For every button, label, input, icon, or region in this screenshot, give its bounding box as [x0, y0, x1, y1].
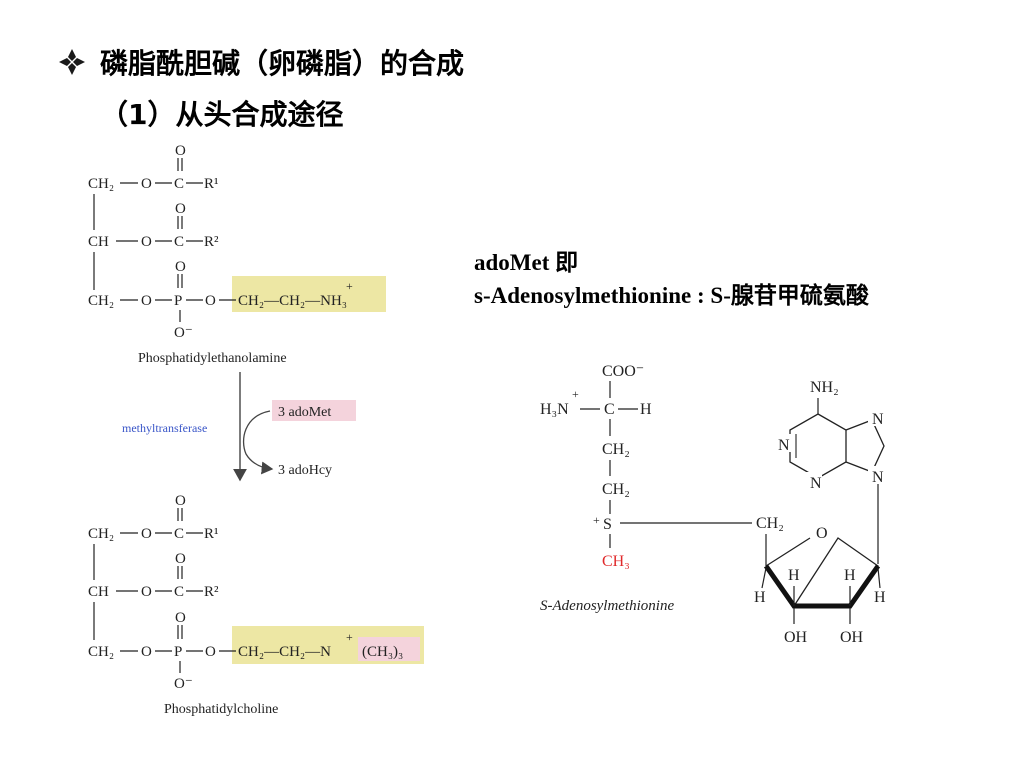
title-row: 磷脂酰胆碱（卵磷脂）的合成 [58, 42, 464, 82]
sam-n7: N [872, 411, 884, 428]
pathway-diagram: CH₂ O C R¹ O CH O C R² O CH₂ [88, 143, 424, 717]
diamond-bullet-icon [59, 49, 85, 75]
coproduct-label: 3 adoHcy [278, 463, 332, 478]
ribose-front-edge [763, 564, 881, 609]
pc-methyl-highlight [358, 637, 420, 661]
sam-name-label: S-Adenosylmethionine [540, 598, 674, 614]
adenine-five-ring [845, 419, 885, 473]
sam-ribose-h3: H [754, 589, 766, 606]
pe-head-group: CH₂—CH₂—NH₃ [238, 293, 347, 309]
sam-ch2-gamma: CH₂ [602, 481, 630, 498]
cosubstrate-label: 3 adoMet [278, 405, 331, 420]
pe-name-label: Phosphatidylethanolamine [138, 351, 287, 366]
pc-c-carbonyl1: C [174, 526, 184, 542]
pc-o-minus: O⁻ [174, 676, 193, 692]
pc-name-label: Phosphatidylcholine [164, 702, 278, 717]
sam-structure: COO⁻ H₃N + C H CH₂ CH₂ + S CH₃ CH₂ O [540, 363, 886, 646]
pc-r2: R² [204, 584, 219, 600]
pc-c-carbonyl2: C [174, 584, 184, 600]
sam-n3: N [810, 475, 822, 492]
pe-head-highlight [232, 276, 386, 312]
pe-c-carbonyl2: C [174, 234, 184, 250]
sam-ch3: CH₃ [602, 553, 630, 570]
ribose-ring [765, 537, 879, 607]
sam-s-plus: + [593, 513, 600, 527]
sam-oh-left: OH [784, 629, 808, 646]
sam-oh-right: OH [840, 629, 864, 646]
pe-o-ester2: O [141, 234, 152, 250]
sam-c-alpha: C [604, 401, 615, 418]
pe-o-phosphoryl: O [175, 259, 186, 275]
pe-o-carbonyl2: O [175, 201, 186, 217]
pe-r2: R² [204, 234, 219, 250]
enzyme-label: methyltransferase [122, 421, 207, 435]
pc-ch2-bottom: CH₂ [88, 644, 114, 660]
pe-ch2-top: CH₂ [88, 176, 114, 192]
pe-c-carbonyl1: C [174, 176, 184, 192]
sam-h-alpha: H [640, 401, 652, 418]
pe-ch2-bottom: CH₂ [88, 293, 114, 309]
sam-ch2-beta: CH₂ [602, 441, 630, 458]
adenine-six-ring [789, 413, 847, 479]
pe-p: P [174, 293, 182, 309]
pc-o-ester1: O [141, 526, 152, 542]
slide-subtitle: （1）从头合成途径 [100, 98, 344, 131]
pc-plus: + [346, 630, 353, 644]
pc-ch-mid: CH [88, 584, 109, 600]
sam-ribose-h1: H [788, 567, 800, 584]
pe-r1: R¹ [204, 176, 219, 192]
note-line-2: s-Adenosylmethionine : S-腺苷甲硫氨酸 [474, 283, 869, 308]
pe-o-phos2: O [205, 293, 216, 309]
sam-sulfur: S [603, 516, 612, 533]
sam-h3n: H₃N [540, 401, 569, 418]
sam-ch2-5prime: CH₂ [756, 515, 784, 532]
pc-o-phos2: O [205, 644, 216, 660]
sam-coo: COO⁻ [602, 363, 644, 380]
pc-o-carbonyl2: O [175, 551, 186, 567]
sam-ribose-h4: H [874, 589, 886, 606]
pe-o-minus: O⁻ [174, 325, 193, 341]
pc-r1: R¹ [204, 526, 219, 542]
adomet-box [272, 400, 356, 421]
sam-n9: N [872, 469, 884, 486]
pc-o-phos1: O [141, 644, 152, 660]
pe-o-ester1: O [141, 176, 152, 192]
pc-ch2-top: CH₂ [88, 526, 114, 542]
pc-o-ester2: O [141, 584, 152, 600]
sam-n-plus: + [572, 387, 579, 401]
sam-ring-oxygen: O [816, 525, 828, 542]
pc-o-carbonyl1: O [175, 493, 186, 509]
pc-o-phosphoryl: O [175, 610, 186, 626]
pe-o-carbonyl1: O [175, 143, 186, 159]
pc-head-group: CH₂—CH₂—N [238, 644, 331, 660]
pe-ch-mid: CH [88, 234, 109, 250]
sam-ribose-h2: H [844, 567, 856, 584]
note-line-1: adoMet 即 [474, 250, 579, 275]
pe-o-phos1: O [141, 293, 152, 309]
pc-trimethyl: (CH₃)₃ [362, 644, 403, 660]
sam-n1: N [778, 437, 790, 454]
adomet-note: adoMet 即 s-Adenosylmethionine : S-腺苷甲硫氨酸 [474, 246, 869, 312]
pe-plus: + [346, 279, 353, 293]
pc-p: P [174, 644, 182, 660]
slide-title: 磷脂酰胆碱（卵磷脂）的合成 [100, 47, 465, 80]
side-arrow [242, 410, 274, 475]
sam-nh2: NH₂ [810, 379, 839, 396]
